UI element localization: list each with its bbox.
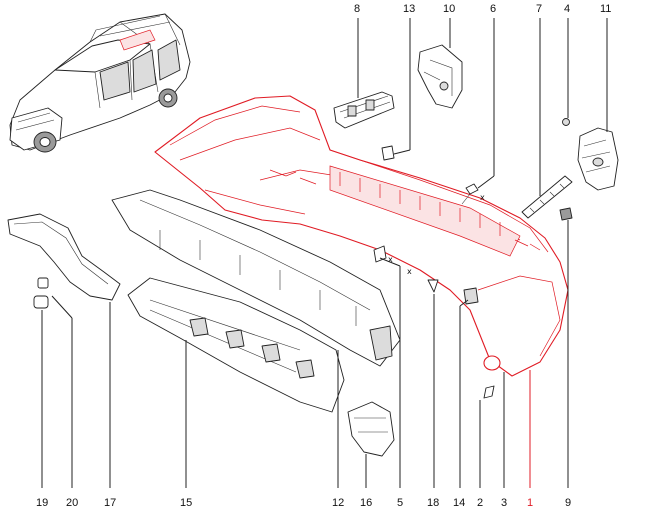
screw-6	[461, 183, 479, 205]
clip-13	[381, 145, 395, 161]
strip-7	[521, 175, 573, 219]
callout-4: 4	[564, 3, 570, 15]
axis-mark-2: x	[388, 255, 393, 264]
callout-15: 15	[180, 497, 192, 509]
arm-17	[7, 213, 121, 301]
callout-6: 6	[490, 3, 496, 15]
clip-18	[427, 279, 439, 293]
leader-lines	[41, 18, 608, 488]
callout-10: 10	[443, 3, 455, 15]
callout-12: 12	[332, 497, 344, 509]
bracket-10	[417, 44, 463, 109]
fastener-19	[33, 277, 49, 309]
callout-20: 20	[66, 497, 78, 509]
callout-14: 14	[453, 497, 465, 509]
callout-17: 17	[104, 497, 116, 509]
callout-18: 18	[427, 497, 439, 509]
callout-1: 1	[527, 497, 533, 509]
callout-5: 5	[397, 497, 403, 509]
screw-2	[483, 385, 495, 399]
bracket-8	[333, 91, 395, 129]
rear-bumper	[154, 95, 569, 377]
callout-7: 7	[536, 3, 542, 15]
absorber-12	[111, 189, 401, 367]
screw-4	[562, 118, 570, 126]
callout-11: 11	[600, 3, 611, 15]
car-thumbnail	[9, 13, 191, 153]
callout-13: 13	[403, 3, 415, 15]
bracket-11	[577, 127, 619, 191]
clip-5	[373, 245, 387, 263]
callout-19: 19	[36, 497, 48, 509]
callout-8: 8	[354, 3, 360, 15]
axis-mark-1: x	[480, 193, 485, 202]
callout-16: 16	[360, 497, 372, 509]
axis-mark-3: x	[407, 267, 412, 276]
callout-9: 9	[565, 497, 571, 509]
nut-9	[559, 207, 573, 221]
callout-2: 2	[477, 497, 483, 509]
lower-cover-15	[127, 277, 345, 413]
callout-3: 3	[501, 497, 507, 509]
bracket-16	[347, 401, 395, 457]
